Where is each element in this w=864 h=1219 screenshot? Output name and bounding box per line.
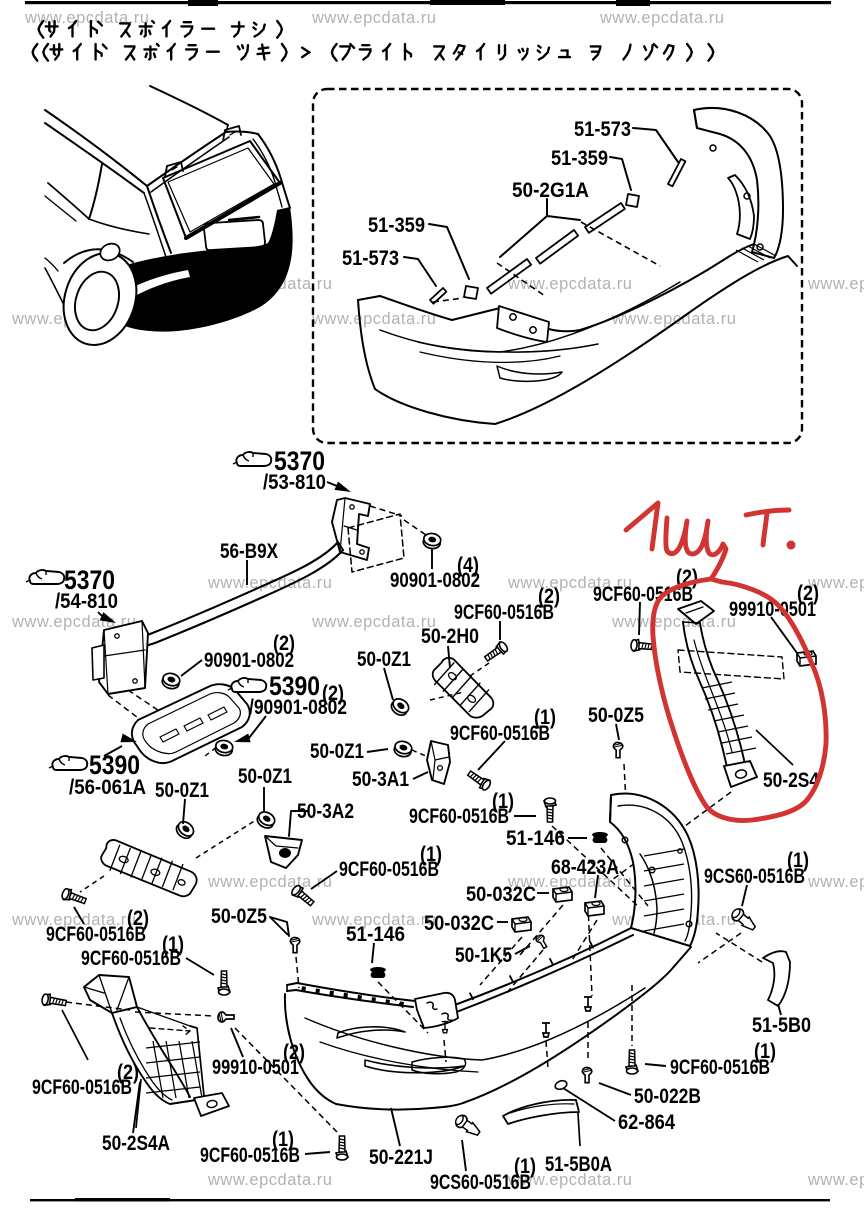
svg-text:(4): (4): [457, 554, 479, 577]
svg-text:/53-810: /53-810: [263, 471, 326, 494]
svg-text:50-3A2: 50-3A2: [297, 800, 354, 823]
svg-text:www.epcdata.ru: www.epcdata.ru: [507, 873, 632, 891]
svg-text:(1): (1): [534, 706, 556, 729]
svg-text:www.epcdata.ru: www.epcdata.ru: [207, 1171, 332, 1189]
svg-text:9CF60-0516B: 9CF60-0516B: [81, 947, 181, 970]
svg-text:www.epcdata.ru: www.epcdata.ru: [11, 911, 136, 929]
svg-text:www.epcdata.ru: www.epcdata.ru: [807, 574, 864, 592]
svg-text:(1): (1): [514, 1155, 536, 1178]
svg-text:51-573: 51-573: [342, 247, 399, 270]
svg-text:9CS60-0516B: 9CS60-0516B: [430, 1171, 531, 1194]
svg-text:www.epcdata.ru: www.epcdata.ru: [507, 1171, 632, 1189]
svg-text:(2): (2): [117, 1061, 139, 1084]
svg-text:9CF60-0516B: 9CF60-0516B: [32, 1076, 132, 1099]
svg-text:www.epcdata.ru: www.epcdata.ru: [599, 9, 724, 27]
svg-text:9CF60-0516B: 9CF60-0516B: [409, 805, 509, 828]
svg-text:50-0Z1: 50-0Z1: [310, 740, 364, 763]
svg-text:9CF60-0516B: 9CF60-0516B: [670, 1056, 770, 1079]
svg-text:68-423A: 68-423A: [551, 856, 619, 879]
svg-text:51-359: 51-359: [368, 214, 425, 237]
svg-text:90901-0802: 90901-0802: [390, 569, 480, 592]
svg-text:www.epcdata.ru: www.epcdata.ru: [311, 310, 436, 328]
svg-text:99910-0501: 99910-0501: [212, 1056, 299, 1079]
svg-text:www.epcdata.ru: www.epcdata.ru: [507, 275, 632, 293]
svg-text:/90901-0802: /90901-0802: [249, 696, 347, 719]
svg-text:50-221J: 50-221J: [369, 1146, 433, 1169]
svg-text:9CF60-0516B: 9CF60-0516B: [46, 923, 146, 946]
svg-text:www.epcdata.ru: www.epcdata.ru: [807, 1171, 864, 1189]
svg-text:50-2G1A: 50-2G1A: [512, 179, 589, 202]
svg-text:50-0Z1: 50-0Z1: [155, 779, 209, 802]
svg-text:www.epcdata.ru: www.epcdata.ru: [311, 911, 436, 929]
svg-text:5370: 5370: [64, 565, 115, 595]
svg-text:50-0Z1: 50-0Z1: [357, 648, 411, 671]
svg-text:5370: 5370: [274, 446, 325, 476]
svg-text:99910-0501: 99910-0501: [729, 598, 816, 621]
svg-text:5390: 5390: [89, 750, 140, 780]
svg-text:(2): (2): [797, 582, 819, 605]
svg-text:/56-061A: /56-061A: [69, 776, 146, 799]
svg-text:51-146: 51-146: [346, 923, 405, 946]
svg-text:50-0Z1: 50-0Z1: [238, 765, 292, 788]
svg-text:(1): (1): [754, 1040, 776, 1063]
svg-text:9CF60-0516B: 9CF60-0516B: [450, 722, 550, 745]
svg-text:(1): (1): [272, 1128, 294, 1151]
svg-text:(1): (1): [492, 790, 514, 813]
svg-text:www.epcdata.ru: www.epcdata.ru: [311, 9, 436, 27]
svg-text:9CF60-0516B: 9CF60-0516B: [454, 601, 554, 624]
svg-text:51-5B0A: 51-5B0A: [545, 1153, 612, 1176]
svg-text:9CF60-0516B: 9CF60-0516B: [200, 1144, 300, 1167]
svg-text:www.epcdata.ru: www.epcdata.ru: [611, 613, 736, 631]
svg-text:www.epcdata.ru: www.epcdata.ru: [507, 574, 632, 592]
svg-text:9CF60-0516B: 9CF60-0516B: [339, 858, 439, 881]
svg-text:(2): (2): [273, 632, 295, 655]
svg-text:51-146: 51-146: [506, 827, 565, 850]
svg-text:50-3A1: 50-3A1: [352, 768, 409, 791]
svg-text:(2): (2): [322, 682, 344, 705]
svg-text:(2): (2): [127, 907, 149, 930]
svg-text:50-0Z5: 50-0Z5: [211, 905, 267, 928]
svg-text:50-032C: 50-032C: [424, 912, 494, 935]
svg-text:www.epcdata.ru: www.epcdata.ru: [807, 873, 864, 891]
svg-text:(2): (2): [538, 585, 560, 608]
svg-text:50-032C: 50-032C: [466, 883, 536, 906]
svg-text:90901-0802: 90901-0802: [204, 649, 294, 672]
svg-text:56-B9X: 56-B9X: [220, 540, 278, 563]
svg-text:62-864: 62-864: [618, 1111, 675, 1134]
svg-text:(1): (1): [787, 849, 809, 872]
svg-text:51-359: 51-359: [551, 147, 608, 170]
svg-text:50-2H0: 50-2H0: [421, 625, 479, 648]
svg-text:(1): (1): [420, 843, 442, 866]
svg-text:50-022B: 50-022B: [634, 1085, 701, 1108]
svg-text:51-573: 51-573: [574, 118, 631, 141]
svg-text:50-2S4: 50-2S4: [763, 769, 819, 792]
svg-text:www.epcdata.ru: www.epcdata.ru: [807, 275, 864, 293]
svg-text:(1): (1): [162, 933, 184, 956]
svg-text:/54-810: /54-810: [55, 590, 118, 613]
svg-text:5390: 5390: [269, 671, 320, 701]
svg-text:50-0Z5: 50-0Z5: [588, 704, 644, 727]
svg-text:50-1K5: 50-1K5: [455, 944, 512, 967]
svg-text:50-2S4A: 50-2S4A: [102, 1132, 170, 1155]
svg-text:51-5B0: 51-5B0: [752, 1014, 811, 1037]
svg-text:www.epcdata.ru: www.epcdata.ru: [311, 613, 436, 631]
svg-text:9CS60-0516B: 9CS60-0516B: [704, 865, 805, 888]
svg-text:(2): (2): [283, 1041, 305, 1064]
svg-text:www.epcdata.ru: www.epcdata.ru: [611, 310, 736, 328]
